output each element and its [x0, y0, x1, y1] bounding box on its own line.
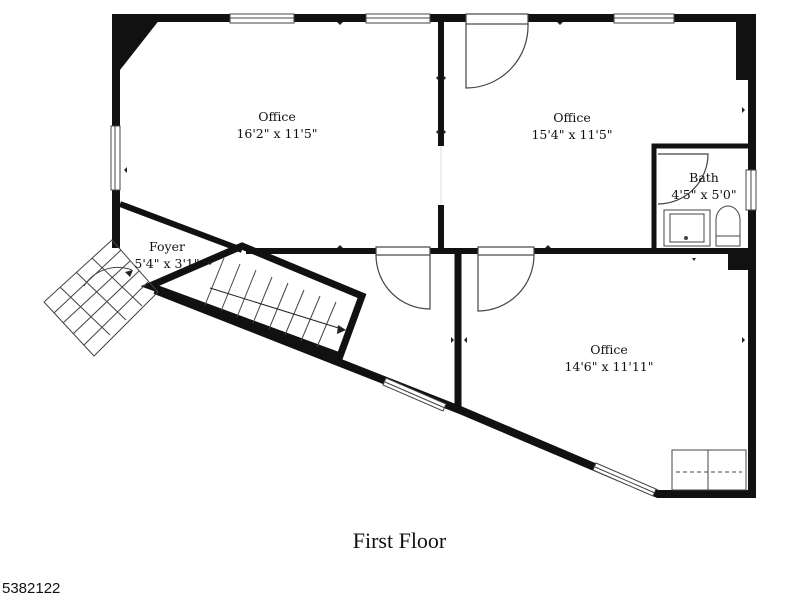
windows — [110, 13, 757, 497]
interior-walls — [118, 22, 748, 412]
room-size-office-3: 14'6" x 11'11" — [564, 359, 653, 374]
room-size-bath: 4'5" x 5'0" — [671, 187, 736, 202]
corner-fill-top-left — [112, 14, 164, 70]
room-label-foyer: Foyer — [149, 239, 185, 254]
bath-fixtures — [663, 205, 741, 247]
doors — [375, 13, 709, 312]
room-size-office-1: 16'2" x 11'5" — [236, 126, 317, 141]
room-label-office-3: Office — [590, 342, 628, 357]
floor-title: First Floor — [352, 528, 447, 553]
corner-fill-top-right — [736, 14, 756, 80]
room-label-bath: Bath — [689, 170, 719, 185]
stair-arrow-icon — [337, 325, 346, 334]
drain-icon — [692, 258, 696, 261]
wall-markers — [124, 22, 745, 343]
staircase-treads — [204, 257, 346, 348]
staircase-outline — [140, 242, 367, 361]
room-size-office-2: 15'4" x 11'5" — [531, 127, 612, 142]
room-label-office-1: Office — [258, 109, 296, 124]
room-label-office-2: Office — [553, 110, 591, 125]
exterior-stairs — [43, 239, 159, 357]
entry-arrow-icon — [125, 270, 133, 277]
room-size-foyer: 5'4" x 3'1" — [134, 256, 199, 271]
listing-id: 5382122 — [2, 580, 61, 597]
cabinet — [671, 449, 747, 491]
window-center-lines — [114, 17, 752, 494]
